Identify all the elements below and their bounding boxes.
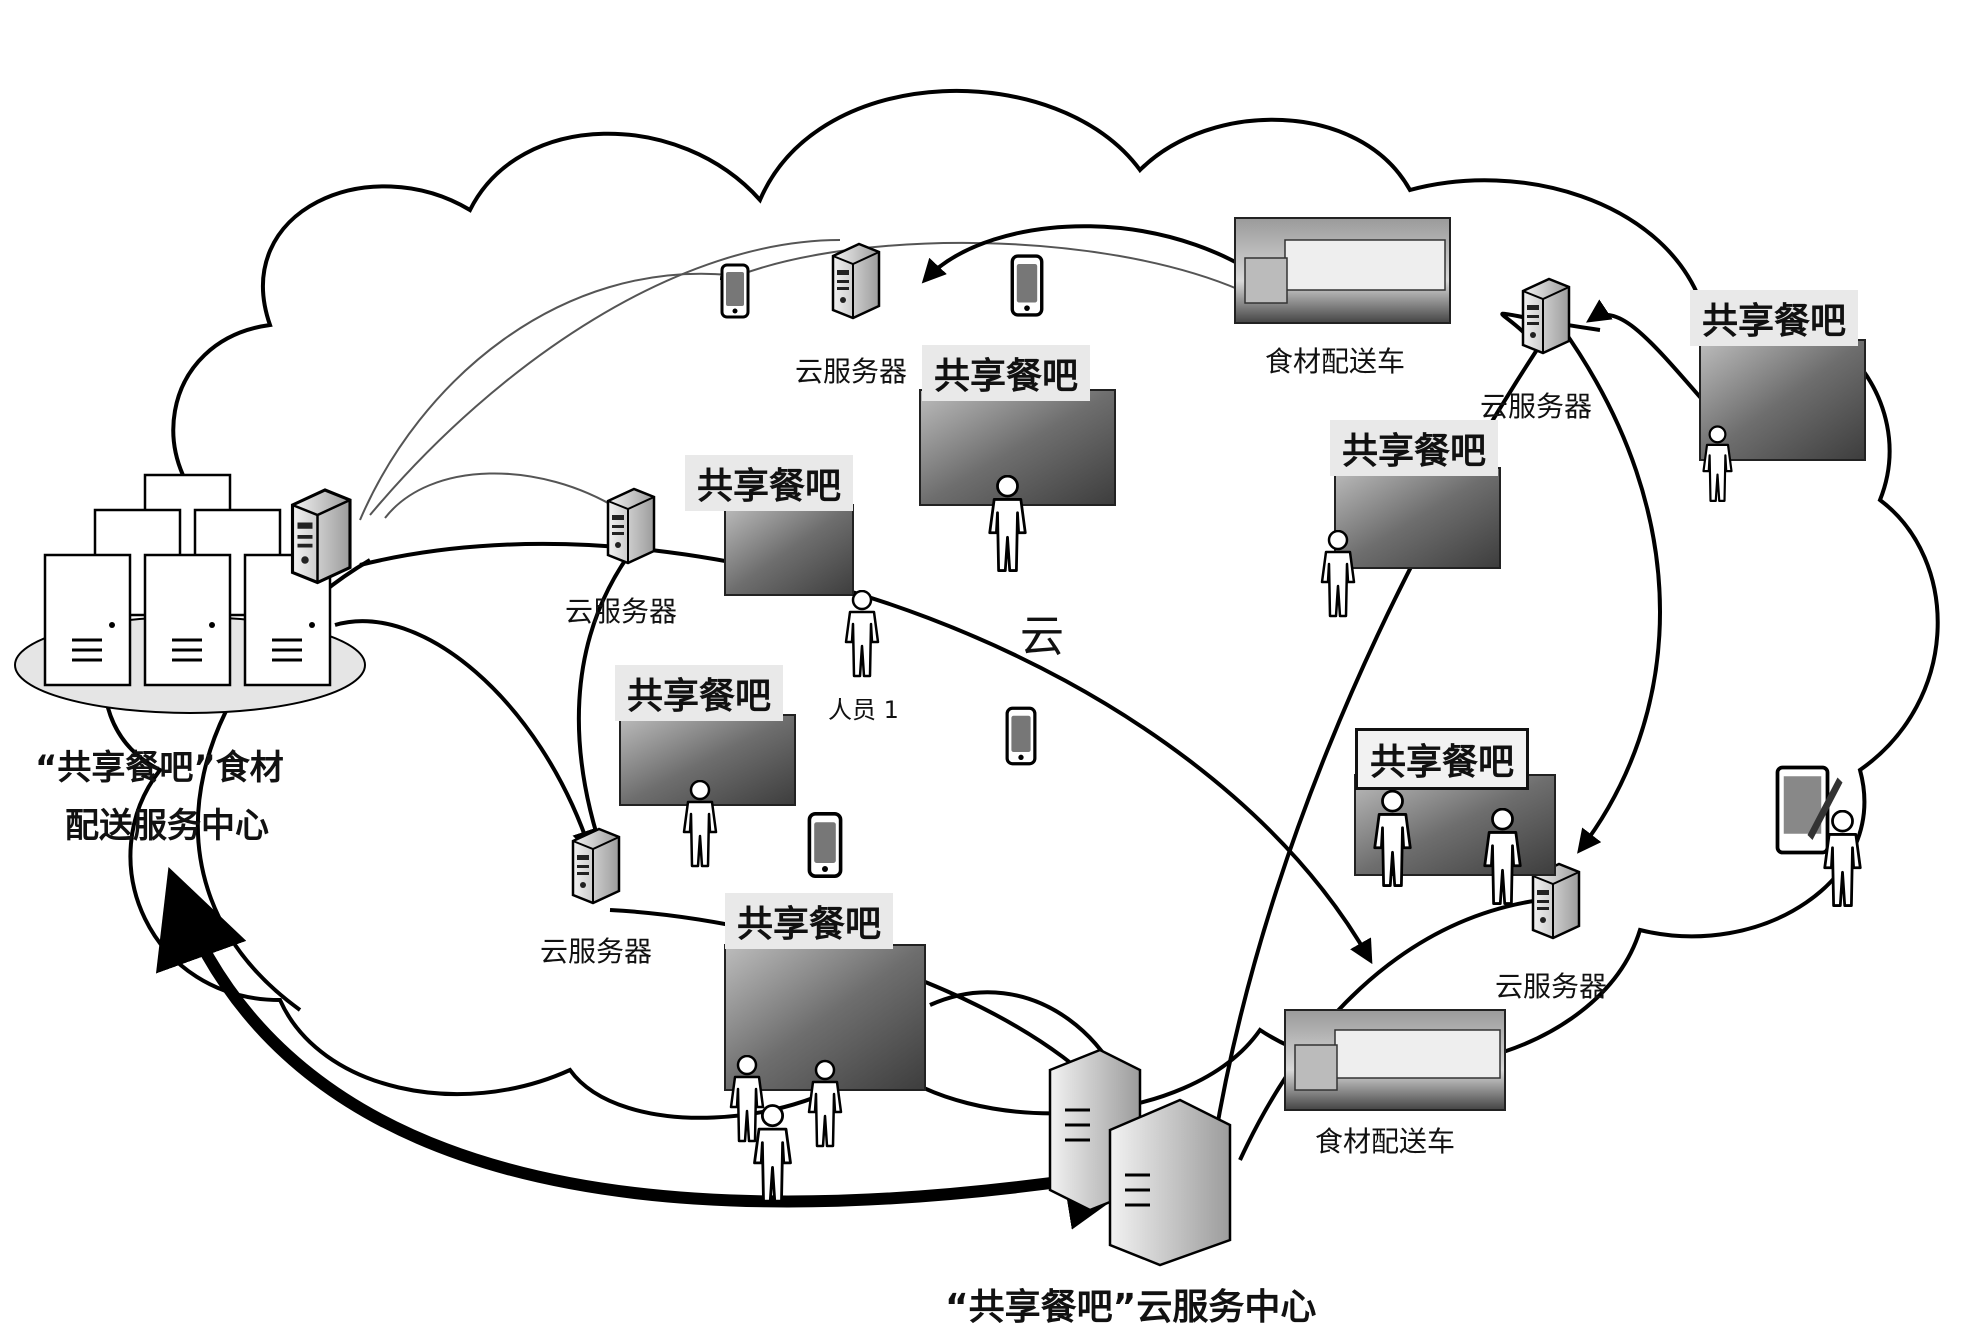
server-label: 云服务器 xyxy=(565,595,678,628)
phone-icon xyxy=(720,263,750,319)
restaurant-label: 共享餐吧 xyxy=(1690,290,1859,346)
cloud-service-center-server-icon xyxy=(1048,1048,1232,1267)
server-icon xyxy=(606,487,656,565)
restaurant-label: 共享餐吧 xyxy=(615,665,784,721)
server-label: 云服务器 xyxy=(540,935,653,968)
restaurant-label: 共享餐吧 xyxy=(685,455,854,511)
restaurant-label: 共享餐吧 xyxy=(1330,420,1499,476)
truck-photo-icon xyxy=(1284,1009,1506,1111)
server-icon xyxy=(831,242,881,320)
restaurant-label: 共享餐吧 xyxy=(1355,728,1530,790)
server-label: 云服务器 xyxy=(795,355,908,388)
restaurant-photo-icon xyxy=(724,504,854,596)
cloud-service-center-label: “共享餐吧”云服务中心 xyxy=(945,1287,1317,1328)
phone-icon xyxy=(1012,256,1041,315)
restaurant-photo-icon xyxy=(1334,467,1501,569)
cloud-label: 云 xyxy=(1020,611,1064,662)
restaurant-label: 共享餐吧 xyxy=(725,893,894,949)
truck-label: 食材配送车 xyxy=(1315,1125,1456,1158)
truck-label: 食材配送车 xyxy=(1265,345,1406,378)
phone-icon xyxy=(809,814,840,876)
server-cluster-icon xyxy=(14,473,366,714)
restaurant-photo-icon xyxy=(1699,339,1866,461)
server-label: 云服务器 xyxy=(1480,390,1593,423)
server-label: 云服务器 xyxy=(1495,970,1608,1003)
person-icon xyxy=(752,1103,793,1203)
bold-arrow-food-center-to-cloud-center xyxy=(156,866,1159,1230)
food-center-label-line1: “共享餐吧”食材 xyxy=(35,748,284,788)
phone-icon xyxy=(1005,706,1037,766)
server-icon xyxy=(1521,277,1571,355)
server-icon xyxy=(290,488,352,585)
food-center-label-line2: 配送服务中心 xyxy=(65,806,269,846)
server-icon xyxy=(571,827,621,905)
restaurant-label: 共享餐吧 xyxy=(922,345,1091,401)
truck-photo-icon xyxy=(1234,217,1451,324)
person-1-label: 人员 1 xyxy=(828,696,899,724)
